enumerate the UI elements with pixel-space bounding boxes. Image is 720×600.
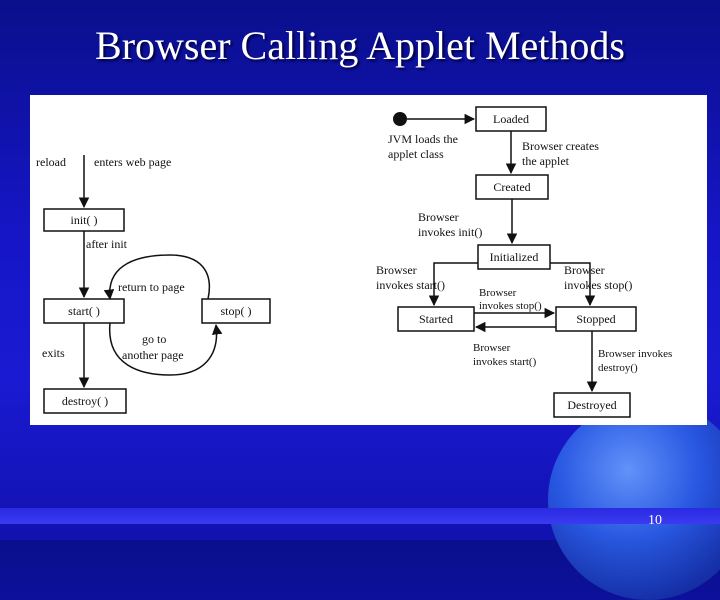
page-number: 10 [648,513,662,528]
label-mid-start-2: invokes start() [473,356,537,368]
state-loaded-label: Loaded [493,112,529,126]
state-stopped-label: Stopped [576,312,615,326]
box-stop-label: stop( ) [221,304,252,318]
slide-title: Browser Calling Applet Methods [95,23,625,68]
box-destroy [43,388,127,414]
label-another-page: another page [122,348,184,362]
state-destroyed-label: Destroyed [567,398,616,412]
state-destroyed [553,392,631,418]
footer-bar [0,508,720,524]
box-destroy-label: destroy( ) [62,394,108,408]
state-initialized-label: Initialized [490,250,539,264]
globe-decoration [548,400,720,600]
arrow-initialized-to-started [428,262,478,307]
box-start [43,298,125,324]
box-stop [201,298,271,324]
label-invokes-start-2: invokes start() [376,278,445,292]
state-stopped [555,306,637,332]
label-jvm-loads-2: applet class [388,147,444,161]
label-invokes-destroy-2: destroy() [598,362,638,374]
label-browser-creates-2: the applet [522,154,570,168]
label-mid-stop-1: Browser [479,287,517,299]
state-started [397,306,475,332]
label-exits: exits [42,346,65,360]
state-initialized [477,244,551,270]
label-go-to: go to [142,332,166,346]
state-started-label: Started [419,312,453,326]
label-mid-start-1: Browser [473,342,511,354]
initial-state-dot [393,112,407,126]
label-invokes-stop-2: invokes stop() [564,278,632,292]
lifecycle-figure: reload enters web page after init return… [30,95,707,425]
right-diagram: JVM loads the applet class Loaded Browse… [376,106,672,418]
arrow-initialized-to-stopped [550,262,596,307]
label-enters-web-page: enters web page [94,155,171,169]
label-invokes-init-1: Browser [418,210,459,224]
label-return-to-page: return to page [118,280,185,294]
label-invokes-init-2: invokes init() [418,225,482,239]
label-invokes-stop-1: Browser [564,263,605,277]
box-init-label: init( ) [71,213,98,227]
label-mid-stop-2: invokes stop() [479,300,542,312]
label-invokes-start-1: Browser [376,263,417,277]
label-invokes-destroy-1: Browser invokes [598,348,672,360]
state-created-label: Created [493,180,530,194]
state-created [475,174,549,200]
arrow-go-to-another-page [109,322,223,376]
label-after-init: after init [86,237,128,251]
left-diagram: reload enters web page after init return… [36,155,271,414]
arrow-return-to-page [103,254,211,301]
label-reload: reload [36,155,66,169]
box-start-label: start( ) [68,304,100,318]
lifecycle-diagram-svg: reload enters web page after init return… [36,106,672,418]
label-browser-creates-1: Browser creates [522,139,599,153]
label-jvm-loads-1: JVM loads the [388,132,458,146]
